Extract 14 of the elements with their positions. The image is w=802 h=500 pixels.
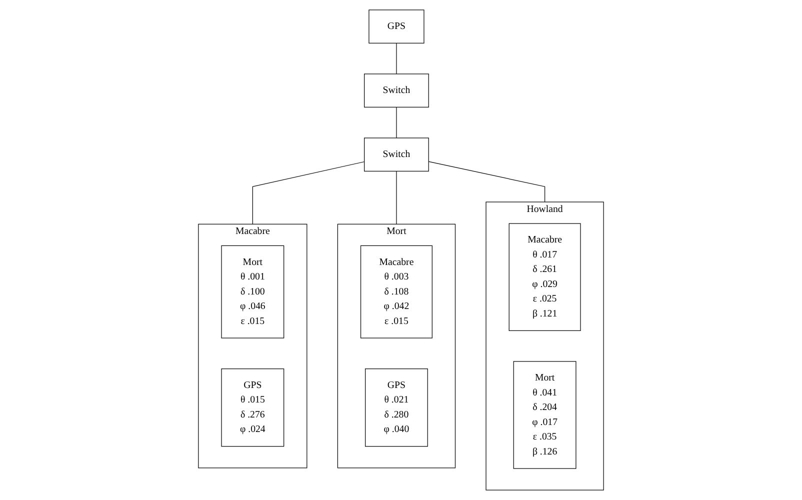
node-box: GPS — [368, 10, 424, 44]
connector — [396, 42, 397, 74]
node-box: Mort θ .041 δ .204 φ .017 ε .035 β .126 — [513, 361, 576, 469]
connector — [396, 106, 397, 138]
node-box: GPS θ .021 δ .280 φ .040 — [365, 368, 428, 447]
node-box: Switch — [364, 138, 429, 172]
connector — [428, 161, 546, 202]
node-box: GPS θ .015 δ .276 φ .024 — [221, 368, 284, 447]
node-box: Macabre θ .003 δ .108 φ .042 ε .015 — [360, 245, 432, 338]
connector — [396, 170, 397, 224]
node-box: Switch — [364, 74, 429, 108]
node-box: Macabre θ .017 δ .261 φ .029 ε .025 β .121 — [508, 223, 581, 331]
connector — [252, 161, 365, 224]
node-box: Mort θ .001 δ .100 φ .046 ε .015 — [221, 245, 284, 338]
